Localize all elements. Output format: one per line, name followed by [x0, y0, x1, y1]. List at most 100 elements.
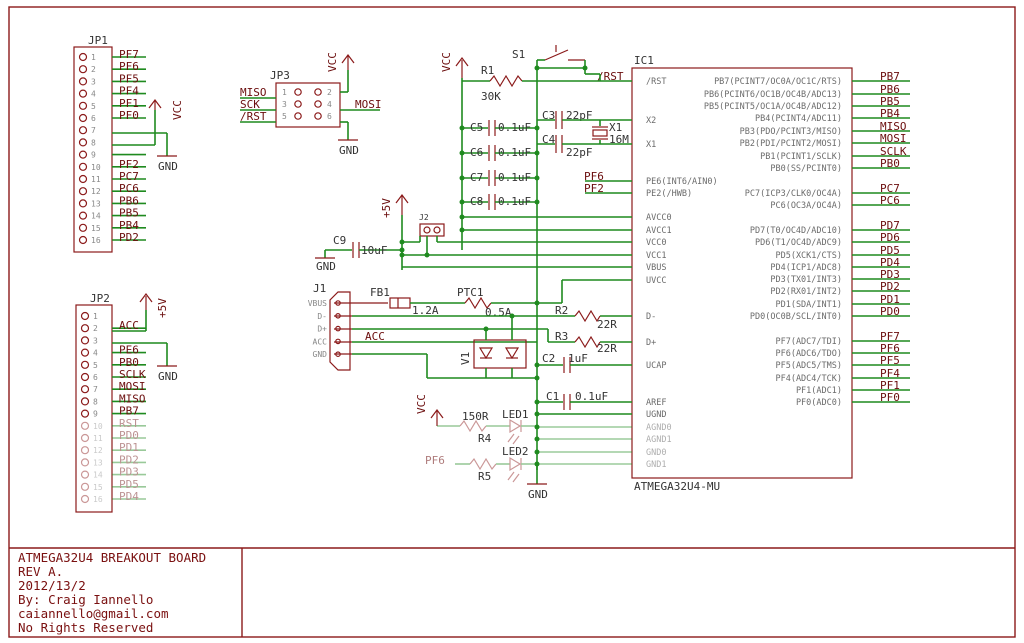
jp1-pin-number: 16 [91, 236, 101, 245]
ic1-pin-aref: AREF [646, 398, 666, 408]
title-line-5: caiannello@gmail.com [18, 606, 169, 621]
jp1-net-pf0: PF0 [119, 109, 139, 122]
jp2-pin-number: 8 [93, 397, 98, 406]
ic1-net-pc7: PC7 [880, 182, 900, 195]
jp2-pin-circle [80, 409, 90, 418]
jp2-pin-circle [80, 494, 90, 504]
c1-value: 0.1uF [575, 390, 608, 403]
j1-body [329, 291, 351, 371]
jp3-pin-circle [314, 88, 322, 96]
jp2-pin-circle [80, 446, 90, 455]
ic1-net-pb4: PB4 [880, 107, 900, 120]
jp2-ref: JP2 [90, 292, 110, 305]
jp1-net-pf5: PF5 [119, 72, 139, 85]
jp3-pin-number: 4 [327, 100, 332, 109]
jp2-pin-circle [80, 311, 90, 321]
jp2-net-pd4: PD4 [119, 490, 139, 503]
j1-ref: J1 [313, 282, 326, 295]
ic1-pin-pf6-adc6-tdo-: PF6(ADC6/TDO) [775, 349, 842, 359]
ic1-net-pd1: PD1 [880, 293, 900, 306]
ic1-right-nets: PB7PB6PB5PB4MISOMOSISCLKPB0PC7PC6PD7PD6P… [852, 70, 910, 404]
jp1-pin-circle [78, 126, 88, 135]
ic1-net-pf1: PF1 [880, 379, 900, 392]
jp1-pin-number: 1 [91, 53, 96, 62]
ic1-body [631, 67, 853, 479]
ucap-aref-caps: C2 1uF C1 0.1uF [534, 352, 608, 417]
vcc-label-led: VCC [415, 394, 428, 414]
jp2-pin-number: 1 [93, 312, 98, 321]
led1-ref: LED1 [502, 408, 529, 421]
c6-ref: C6 [470, 146, 483, 159]
jp3-net-miso: MISO [240, 86, 267, 99]
jp1-net-pf7: PF7 [119, 48, 139, 61]
title-block: ATMEGA32U4 BREAKOUT BOARD REV A. 2012/13… [18, 550, 206, 635]
c8-ref: C8 [470, 195, 483, 208]
ic1-pin-pb2-pdi-pcint2-mosi-: PB2(PDI/PCINT2/MOSI) [740, 139, 842, 149]
jp2-net-pb7: PB7 [119, 405, 139, 418]
jp3-vcc-label: VCC [326, 52, 339, 72]
jp2-pin-circle [80, 482, 90, 491]
jp1-pin-number: 11 [91, 175, 101, 184]
j1-pin-d-: D+ [317, 325, 327, 334]
jp1-pin-number: 7 [91, 126, 96, 135]
jp2-net-miso: MISO [119, 392, 146, 405]
jp2-pin: 3 [80, 336, 98, 345]
c9-ref: C9 [333, 234, 346, 247]
jp2-net-pd0: PD0 [119, 429, 139, 442]
jp2-pin-number: 6 [93, 373, 98, 382]
fb1-value: 1.2A [412, 304, 439, 317]
ic1-value: ATMEGA32U4-MU [634, 480, 720, 493]
c1-ref: C1 [546, 390, 559, 403]
r2-ref: R2 [555, 304, 568, 317]
jp2-pin-number: 9 [93, 410, 98, 419]
r2-value: 22R [597, 318, 617, 331]
ic1-net-pf5: PF5 [880, 354, 900, 367]
jp3-pin-number: 6 [327, 112, 332, 121]
jp2-pin-number: 10 [93, 422, 103, 431]
v1-ref: V1 [459, 352, 472, 365]
jp2-pin-circle [80, 336, 90, 345]
jp2-pin-number: 15 [93, 483, 103, 492]
ic1-net-pf7: PF7 [880, 330, 900, 343]
jp2-pin-circle [80, 385, 90, 394]
jp1-pin-circle [78, 211, 88, 220]
jp3-pin-number: 1 [282, 88, 287, 97]
jp1-pin-number: 8 [91, 138, 96, 147]
j1-pin-vbus: VBUS [308, 299, 327, 308]
jp3-net-mosi: MOSI [355, 98, 382, 111]
jp1-net-pf6: PF6 [119, 60, 139, 73]
jp3-pin-number: 3 [282, 100, 287, 109]
jp1-net-pb4: PB4 [119, 219, 139, 232]
jp1-pin-circle [78, 223, 88, 232]
jp2-pin-number: 7 [93, 385, 98, 394]
ic1-pin-pe6-int6-ain0-: PE6(INT6/AIN0) [646, 177, 718, 187]
jp2-pin-circle [80, 458, 90, 467]
c5: C5 0.1uF [462, 120, 537, 136]
jp2-pin-circle [80, 433, 90, 443]
jp2-net-pd2: PD2 [119, 453, 139, 466]
ic1-pin-ugnd: UGND [646, 410, 666, 420]
ic1-left-pins: /RSTX2X1PE6(INT6/AIN0)PE2(/HWB)AVCC0AVCC… [646, 77, 718, 470]
gnd-label-c9: GND [316, 260, 336, 273]
c6: C6 0.1uF [462, 145, 537, 161]
r1-ref: R1 [481, 64, 494, 77]
ic1-net-pb0: PB0 [880, 157, 900, 170]
ic1-net-mosi: MOSI [880, 132, 907, 145]
jp1-pin-circle [78, 138, 88, 147]
jp1-pin-number: 10 [91, 163, 101, 172]
c4-ref: C4 [542, 133, 556, 146]
jp2-net-mosi: MOSI [119, 380, 146, 393]
sheet-frame [8, 6, 1016, 638]
decoupling-caps: C5 0.1uF C6 0.1uF C7 0.1uF C8 0.1uF [459, 120, 540, 233]
power-select: +5V J2 C9 10uF GND [315, 194, 462, 273]
jp1-pin-number: 3 [91, 77, 96, 86]
jp2-pin-number: 14 [93, 471, 103, 480]
